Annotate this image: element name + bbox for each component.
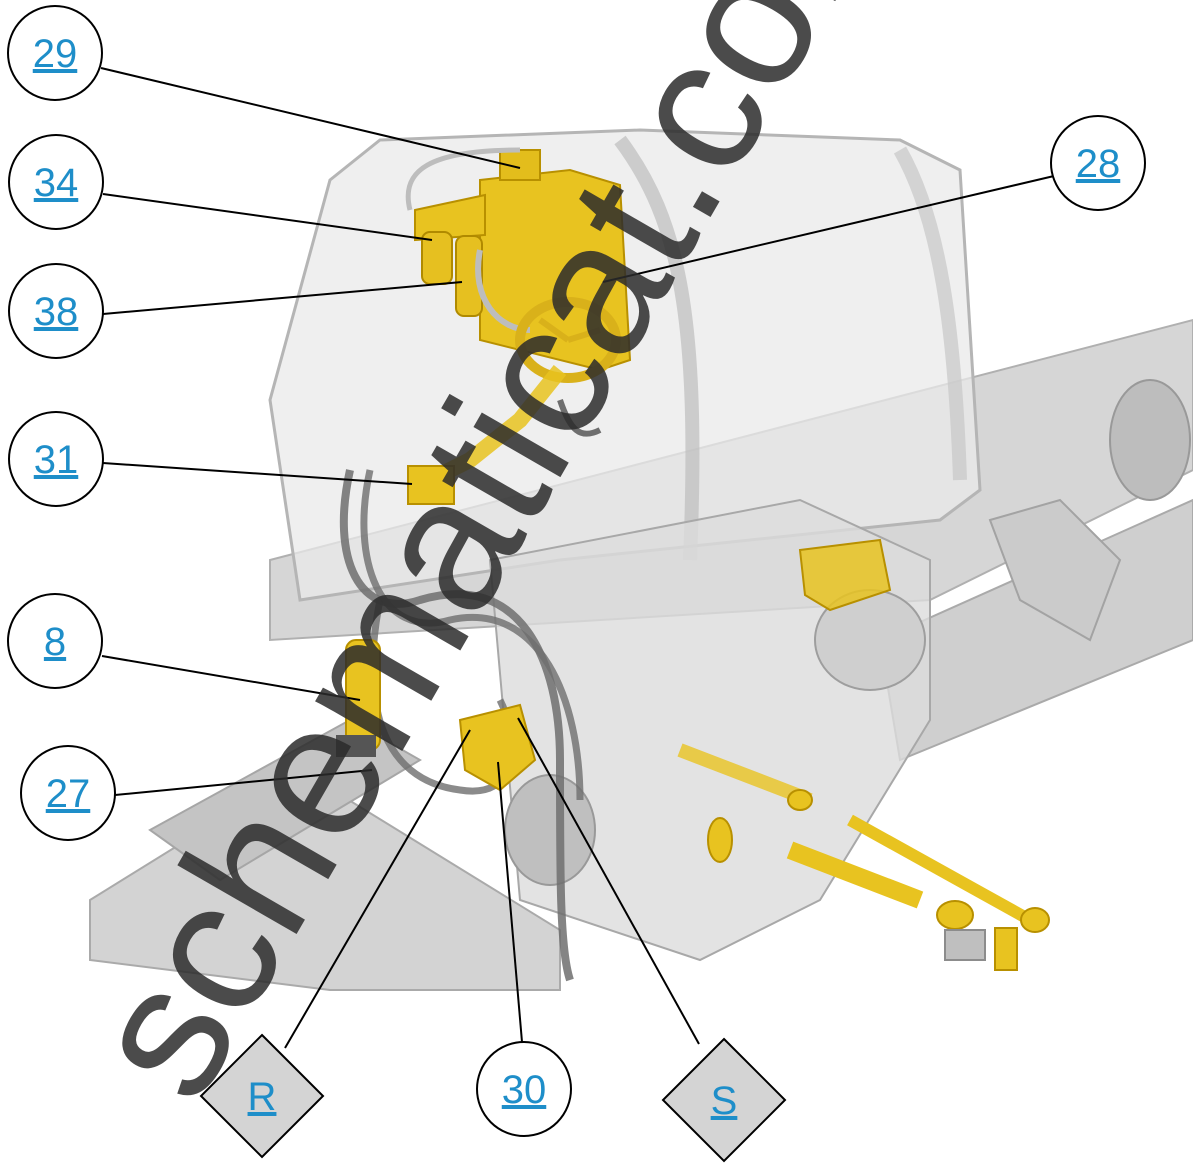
callout-38-label: 38 — [34, 290, 79, 334]
callout-31-label: 31 — [34, 438, 79, 482]
callout-29[interactable]: 29 — [7, 5, 103, 101]
leader-lines — [100, 67, 1055, 1049]
callout-8-label: 8 — [44, 620, 66, 664]
callout-8[interactable]: 8 — [7, 593, 103, 689]
callout-r[interactable]: R — [199, 1033, 325, 1159]
callout-30[interactable]: 30 — [476, 1041, 572, 1137]
callout-28-label: 28 — [1076, 142, 1121, 186]
callout-s[interactable]: S — [661, 1037, 787, 1163]
callout-38[interactable]: 38 — [8, 263, 104, 359]
callout-34[interactable]: 34 — [8, 134, 104, 230]
callout-30-label: 30 — [502, 1068, 547, 1112]
callout-r-label: R — [248, 1075, 277, 1119]
callout-29-label: 29 — [33, 32, 78, 76]
callout-27-label: 27 — [46, 772, 91, 816]
callout-34-label: 34 — [34, 161, 79, 205]
callout-31[interactable]: 31 — [8, 411, 104, 507]
callout-s-label: S — [711, 1079, 738, 1123]
machine-illustration — [89, 128, 1193, 991]
callout-27[interactable]: 27 — [20, 745, 116, 841]
callout-28[interactable]: 28 — [1050, 115, 1146, 211]
